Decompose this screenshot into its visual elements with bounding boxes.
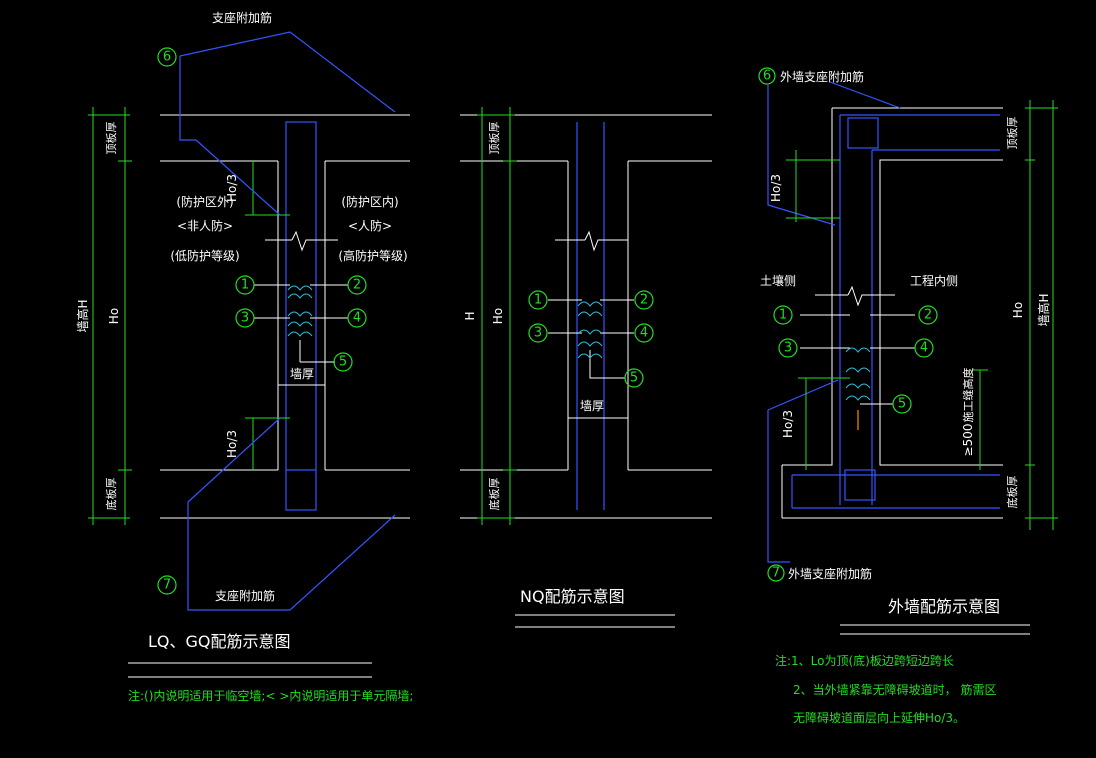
wq-marker-2: 2 [924,308,932,323]
wq-ho3-top: Ho/3 [769,174,783,202]
wq-wall-height: 墙高H [1036,293,1051,326]
marker-3: 3 [241,311,249,326]
wq-note-1: 注:1、Lo为顶(底)板边跨短边跨长 [775,653,954,668]
wq-soil-side: 土壤侧 [760,273,796,288]
wq-markers: 6 7 1 2 3 4 5 [758,67,938,582]
nq-title: NQ配筋示意图 [520,587,625,606]
lq-ho3-top: Ho/3 [225,174,239,202]
marker-1: 1 [241,278,249,293]
lq-title: LQ、GQ配筋示意图 [148,632,291,651]
nq-h: H [463,311,477,320]
wq-marker-1: 1 [779,308,787,323]
wq-labels: 外墙支座附加筋 外墙支座附加筋 顶板厚 底板厚 Ho/3 Ho/3 土壤侧 工程… [760,69,1051,725]
lq-bottom-bar-label: 支座附加筋 [215,588,275,603]
wq-ho3-bottom: Ho/3 [781,410,795,438]
lq-left-line1: (防护区外) [176,194,233,209]
lq-right-line3: (高防护等级) [338,248,407,263]
lq-right-line1: (防护区内) [341,194,398,209]
nq-labels: 顶板厚 底板厚 H Ho 墙厚 NQ配筋示意图 [463,122,625,607]
wq-ho: Ho [1011,302,1025,318]
lq-ho: Ho [107,308,121,324]
nq-markers: 1 2 3 4 5 [528,290,654,388]
marker-5: 5 [339,355,347,370]
wq-top-bar-label: 外墙支座附加筋 [780,69,864,84]
wq-marker-4: 4 [920,341,928,356]
marker-6: 6 [163,50,171,65]
nq-slab-bottom: 底板厚 [487,478,501,511]
wq-inner-side: 工程内侧 [910,273,958,288]
wq-anchor-len: 施工缝高度 [961,368,975,423]
lq-wall-height: 墙高H [75,299,90,332]
wq-bottom-bar-label: 外墙支座附加筋 [788,566,872,581]
nq-slab-top: 顶板厚 [487,122,501,155]
lq-ho3-bottom: Ho/3 [225,430,239,458]
nq-wall-thick: 墙厚 [580,399,604,413]
nq-marker-4: 4 [640,326,648,341]
lq-slab-bottom: 底板厚 [104,478,118,511]
marker-4: 4 [353,311,361,326]
wq-diagram [767,81,1058,635]
nq-marker-3: 3 [534,326,542,341]
lq-left-line3: (低防护等级) [170,248,239,263]
nq-diagram [460,107,712,628]
lq-diagram [88,31,410,678]
wq-marker-5: 5 [898,397,906,412]
nq-marker-1: 1 [534,293,542,308]
nq-marker-2: 2 [640,293,648,308]
lq-labels: 支座附加筋 支座附加筋 顶板厚 底板厚 墙高H Ho Ho/3 Ho/3 (防护… [75,10,413,703]
wq-gte500: ≥500 [961,424,975,457]
wq-marker-3: 3 [784,341,792,356]
wq-note-2: 2、当外墙紧靠无障碍坡道时， 筋需区 [793,682,996,697]
wq-marker-6: 6 [763,69,771,84]
lq-wall-thick: 墙厚 [290,367,314,381]
lq-slab-top: 顶板厚 [104,122,118,155]
wq-slab-top: 顶板厚 [1005,117,1019,150]
wq-note-3: 无障碍坡道面层向上延伸Ho/3。 [793,710,965,725]
wq-slab-bottom: 底板厚 [1005,476,1019,509]
lq-right-line2: <人防> [348,218,392,233]
marker-2: 2 [353,278,361,293]
wq-marker-7: 7 [772,566,780,581]
lq-top-bar-label: 支座附加筋 [212,10,272,25]
nq-ho: Ho [491,308,505,324]
lq-markers: 6 7 1 2 3 4 5 [157,47,367,595]
wq-title: 外墙配筋示意图 [888,597,1000,616]
lq-left-line2: <非人防> [177,218,233,233]
lq-note: 注:()内说明适用于临空墙;< >内说明适用于单元隔墙; [128,688,413,703]
nq-marker-5: 5 [630,371,638,386]
marker-7: 7 [163,578,171,593]
